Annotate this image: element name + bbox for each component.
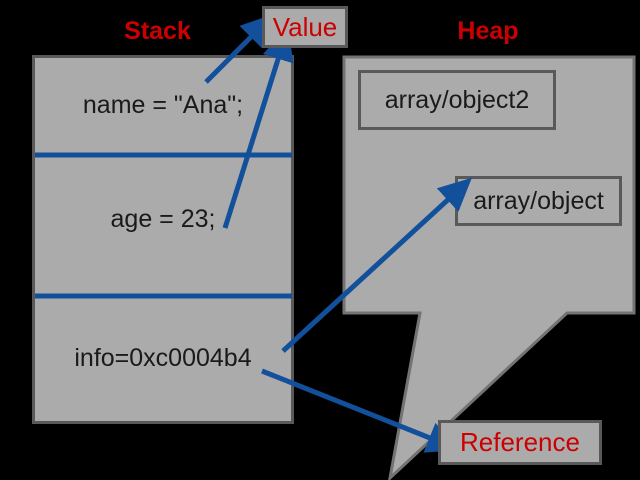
stack-title: Stack xyxy=(124,17,191,45)
value-tag: Value xyxy=(262,6,348,48)
stack-slot-name: name = "Ana"; xyxy=(82,91,244,119)
stack-frame xyxy=(32,55,294,424)
heap-object-1-label: array/object xyxy=(473,186,604,215)
heap-title: Heap xyxy=(457,17,519,45)
arrow-info-to-reference xyxy=(261,368,461,453)
stack-slot-age: age = 23; xyxy=(110,205,216,233)
stack-slot-info: info=0xc0004b4 xyxy=(74,344,252,372)
heap-object-box-1: array/object xyxy=(455,176,622,226)
reference-tag: Reference xyxy=(438,420,602,465)
heap-bubble-shape xyxy=(342,55,636,480)
arrow-name-to-value xyxy=(204,13,275,84)
heap-object-2-label: array/object2 xyxy=(384,85,530,114)
arrow-info-to-heap-object xyxy=(281,177,472,353)
value-tag-label: Value xyxy=(272,11,338,42)
heap-object-box-2: array/object2 xyxy=(358,70,556,130)
arrow-age-to-value xyxy=(222,27,294,229)
reference-tag-label: Reference xyxy=(460,427,580,457)
